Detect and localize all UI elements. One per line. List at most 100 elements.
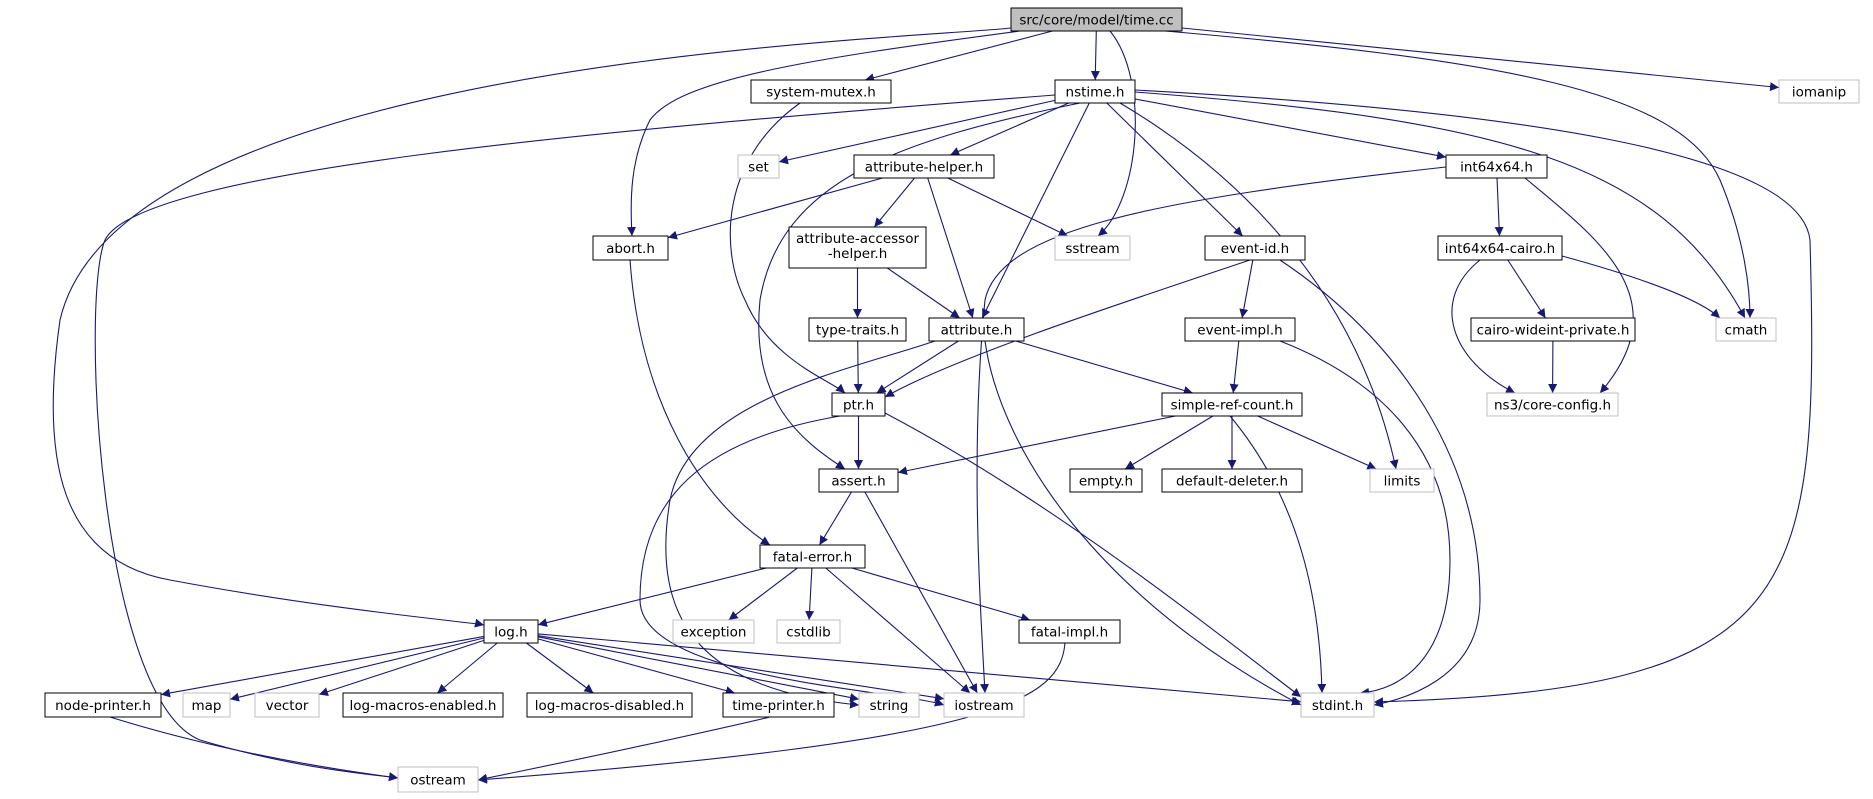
edge-node-printer-to-ostream (109, 716, 399, 782)
node-label: empty.h (1079, 474, 1133, 490)
node-label: set (748, 160, 769, 176)
node-box (853, 154, 995, 179)
node-label: ptr.h (843, 398, 874, 414)
node-box (254, 692, 320, 718)
node-box (1054, 235, 1131, 261)
edge-int64x64-to-iostream (976, 166, 1447, 694)
node-box (592, 235, 669, 261)
edge-assert-to-iostream (864, 491, 978, 694)
node-set: set (737, 154, 780, 179)
node-assert[interactable]: assert.h (818, 468, 899, 493)
node-label: stdint.h (1312, 698, 1363, 714)
node-label: event-id.h (1221, 241, 1290, 257)
node-label: event-impl.h (1197, 323, 1282, 339)
node-log[interactable]: log.h (483, 619, 539, 644)
node-event-impl[interactable]: event-impl.h (1184, 317, 1296, 342)
node-default-deleter[interactable]: default-deleter.h (1161, 468, 1303, 493)
node-event-id[interactable]: event-id.h (1204, 235, 1306, 261)
edge-fatal-error-to-exception (728, 567, 798, 621)
node-label: vector (266, 698, 309, 714)
edge-attribute-helper-to-sstream (947, 177, 1068, 237)
node-cmath: cmath (1715, 317, 1777, 342)
edge-int64x64-cairo-to-cairo-wideint (1507, 259, 1546, 319)
edge-event-impl-to-simple-ref-count (1229, 340, 1240, 394)
node-int64x64[interactable]: int64x64.h (1445, 154, 1548, 179)
node-label: attribute-accessor-helper.h (796, 231, 920, 262)
edge-simple-ref-count-to-limits (1257, 415, 1377, 470)
edge-nstime-to-attribute-helper (949, 102, 1070, 156)
node-label: time-printer.h (732, 698, 825, 714)
edge-int64x64-cairo-to-cmath (1561, 255, 1721, 319)
node-type-traits[interactable]: type-traits.h (808, 317, 907, 342)
node-system-mutex[interactable]: system-mutex.h (750, 79, 892, 104)
node-simple-ref-count[interactable]: simple-ref-count.h (1161, 392, 1303, 417)
edge-log-to-vector (318, 639, 485, 696)
node-vector: vector (254, 692, 320, 718)
graph-nodes: src/core/model/time.cc system-mutex.h nsti… (44, 7, 1860, 793)
edge-time-cc-to-sstream (1097, 30, 1136, 237)
node-ptr[interactable]: ptr.h (831, 392, 886, 417)
node-label: fatal-error.h (773, 550, 853, 566)
node-box (1204, 235, 1306, 261)
edge-simple-ref-count-to-assert (897, 415, 1176, 476)
node-int64x64-cairo[interactable]: int64x64-cairo.h (1437, 235, 1563, 261)
edge-event-id-to-ptr (884, 259, 1251, 398)
edge-log-to-string (537, 636, 860, 702)
node-box (1715, 317, 1777, 342)
node-label: assert.h (831, 474, 885, 490)
edge-fatal-error-to-fatal-impl (851, 567, 1031, 622)
node-log-macros-disabled[interactable]: log-macros-disabled.h (526, 692, 693, 718)
node-log-macros-enabled[interactable]: log-macros-enabled.h (342, 692, 504, 718)
node-box (737, 154, 780, 179)
node-label: default-deleter.h (1176, 474, 1288, 490)
node-label: fatal-impl.h (1031, 625, 1108, 641)
node-time-cc[interactable]: src/core/model/time.cc (1010, 7, 1183, 32)
node-box (831, 392, 886, 417)
node-fatal-impl[interactable]: fatal-impl.h (1018, 619, 1121, 644)
node-map: map (182, 692, 231, 718)
edge-event-id-to-stdint (1279, 259, 1481, 708)
edge-nstime-to-int64x64 (1134, 98, 1447, 160)
node-box (342, 692, 504, 718)
edge-log-to-node-printer (160, 635, 485, 698)
node-label: log-macros-enabled.h (350, 698, 497, 714)
edge-attribute-to-string (665, 340, 936, 709)
node-box (483, 619, 539, 644)
node-box (1778, 79, 1860, 104)
edge-attribute-helper-to-attribute-accessor-helper (873, 177, 916, 228)
node-box (1069, 468, 1143, 493)
node-label: cairo-wideint-private.h (1477, 323, 1630, 339)
node-box (928, 317, 1025, 342)
node-time-printer[interactable]: time-printer.h (722, 692, 835, 718)
node-attribute-helper[interactable]: attribute-helper.h (853, 154, 995, 179)
edge-time-cc-to-system-mutex (864, 30, 1053, 83)
node-cairo-wideint[interactable]: cairo-wideint-private.h (1470, 317, 1636, 342)
node-box (1184, 317, 1296, 342)
node-label: map (192, 698, 222, 714)
node-label: sstream (1065, 241, 1119, 257)
node-node-printer[interactable]: node-printer.h (44, 692, 162, 718)
edge-ptr-to-iostream (639, 415, 945, 707)
graph-edges (52, 27, 1813, 784)
edge-assert-to-fatal-error (819, 491, 852, 546)
node-box (759, 544, 866, 569)
node-empty[interactable]: empty.h (1069, 468, 1143, 493)
node-abort[interactable]: abort.h (592, 235, 669, 261)
edge-log-to-time-printer (537, 638, 735, 695)
node-box (1486, 392, 1619, 417)
edge-time-cc-to-iomanip (1181, 27, 1780, 92)
node-fatal-error[interactable]: fatal-error.h (759, 544, 866, 569)
node-label: attribute.h (941, 323, 1013, 339)
edge-nstime-to-set (778, 99, 1056, 165)
node-label: simple-ref-count.h (1171, 398, 1294, 414)
node-box (1445, 154, 1548, 179)
node-nstime[interactable]: nstime.h (1054, 79, 1136, 104)
edge-attribute-to-ptr (876, 340, 959, 394)
node-attribute-accessor-helper[interactable]: attribute-accessor-helper.h (788, 226, 927, 269)
edge-time-cc-to-cmath (1164, 30, 1755, 319)
node-label: exception (681, 625, 747, 641)
edge-event-impl-to-stdint (1279, 340, 1451, 697)
node-attribute[interactable]: attribute.h (928, 317, 1025, 342)
node-box (776, 619, 841, 644)
